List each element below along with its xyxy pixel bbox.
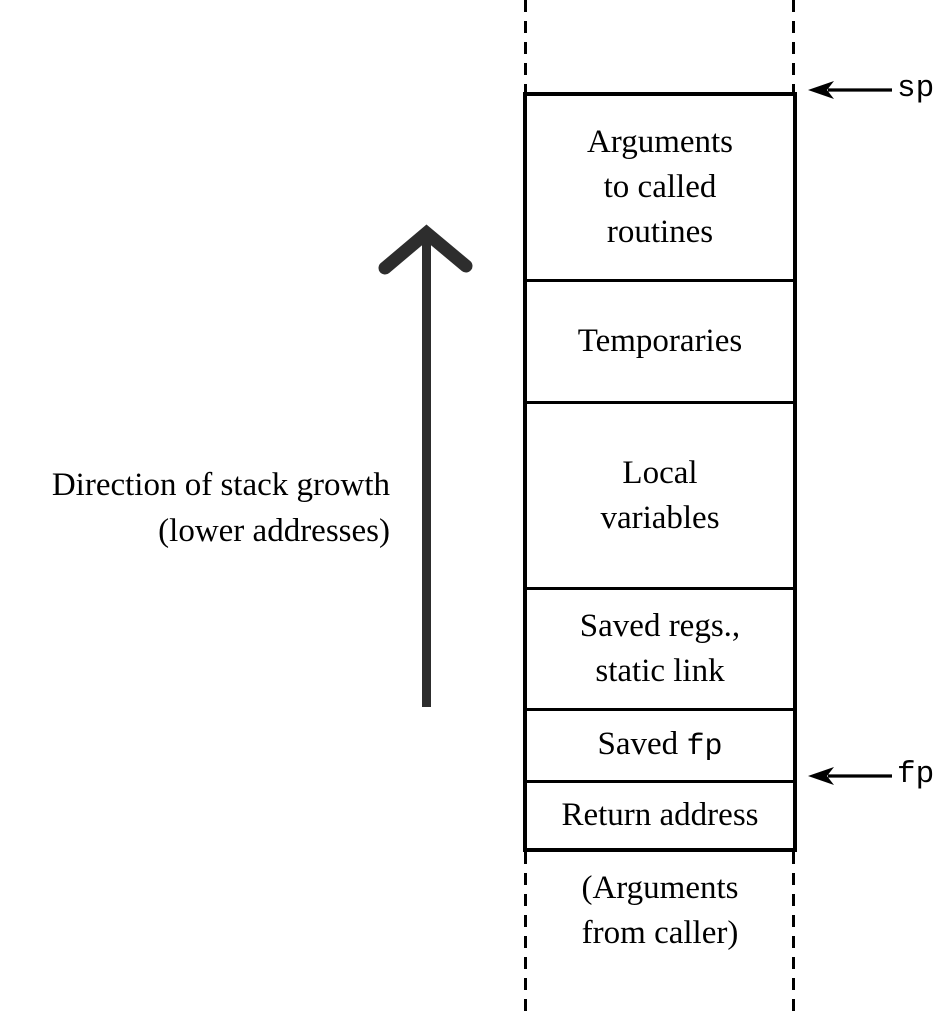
fp-register-text: fp: [686, 729, 723, 764]
dashed-line-bottom-left: [524, 852, 527, 1018]
stack-row-label: Local variables: [600, 454, 720, 536]
stack-growth-up-arrow-icon: [378, 224, 473, 707]
dashed-line-bottom-right: [792, 852, 795, 1018]
stack-row-return-address: Return address: [527, 780, 793, 848]
stack-row-label: Saved regs., static link: [579, 608, 741, 689]
sp-pointer-arrow-icon: [808, 81, 892, 99]
fp-register-label: fp: [897, 757, 935, 792]
dashed-line-top-right: [792, 0, 795, 92]
stack-region-arguments-from-caller: (Arguments from caller): [581, 870, 739, 951]
stack-row-saved-regs-static-link: Saved regs., static link: [527, 587, 793, 708]
sp-register-label: sp: [897, 71, 935, 106]
stack-row-label: Temporaries: [577, 323, 743, 359]
stack-frame-box: Arguments to called routines Temporaries…: [523, 92, 797, 852]
fp-pointer-arrow-icon: [808, 767, 892, 785]
stack-row-local-variables: Local variables: [527, 401, 793, 587]
stack-row-label: Arguments to called routines: [586, 124, 734, 250]
stack-row-saved-fp: Saved fp: [527, 708, 793, 780]
stack-row-label: Return address: [561, 797, 759, 833]
stack-row-temporaries: Temporaries: [527, 279, 793, 401]
stack-row-label: Saved fp: [597, 725, 723, 764]
stack-row-arguments-to-called-routines: Arguments to called routines: [527, 96, 793, 279]
direction-of-growth-label: Direction of stack growth (lower address…: [51, 467, 390, 549]
dashed-line-top-left: [524, 0, 527, 92]
